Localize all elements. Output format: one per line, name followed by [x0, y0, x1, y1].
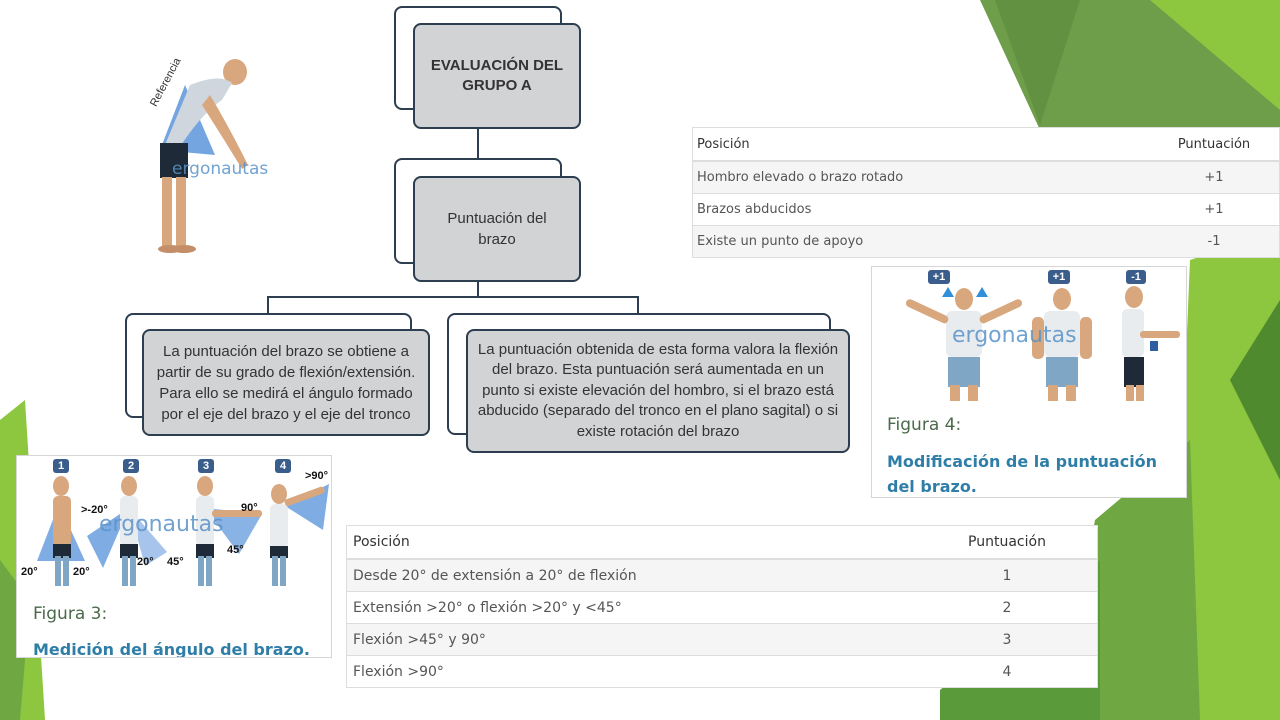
figure-4-label: Figura 4:	[887, 415, 962, 435]
table-header-row: Posición Puntuación	[347, 526, 1097, 560]
figure-4-panel: +1 +1 -1 ergonautas Figura 4: Modificaci…	[871, 266, 1187, 498]
table-row: Extensión >20° o flexión >20° y <45° 2	[347, 592, 1097, 624]
table-header-row: Posición Puntuación	[693, 128, 1279, 162]
badge-2: 2	[123, 459, 139, 473]
table-row: Hombro elevado o brazo rotado +1	[693, 162, 1279, 194]
row-score: -1	[1207, 234, 1221, 249]
node-arm-score-text: Puntuación del brazo	[447, 210, 547, 248]
row-position: Desde 20° de extensión a 20° de flexión	[353, 567, 637, 584]
row-position: Existe un punto de apoyo	[697, 234, 864, 249]
ergonautas-watermark: ergonautas	[99, 512, 224, 537]
angle-label: >-20°	[81, 504, 108, 516]
table-row: Flexión >90° 4	[347, 656, 1097, 687]
bent-posture-figure: Referencia ergonautas	[140, 55, 280, 260]
ergonautas-watermark: ergonautas	[952, 323, 1077, 348]
row-score: +1	[1204, 170, 1224, 185]
figure-3-panel: 1 2 3 4 20° 20° >-20° 20° 45° 90° 45° >9…	[16, 455, 332, 658]
connector-line	[267, 296, 639, 298]
badge-3: 3	[198, 459, 214, 473]
row-score: 4	[1002, 663, 1012, 680]
row-score: 3	[1002, 631, 1012, 648]
table-row: Brazos abducidos +1	[693, 194, 1279, 226]
angle-label: 45°	[167, 556, 184, 568]
header-score: Puntuación	[1177, 136, 1251, 152]
leaf-left-text: La puntuación del brazo se obtiene a par…	[156, 342, 416, 423]
angle-label: 20°	[21, 566, 38, 578]
row-position: Flexión >45° y 90°	[353, 631, 486, 648]
arm-modification-illustration	[905, 286, 1180, 401]
arm-modification-table: Posición Puntuación Hombro elevado o bra…	[692, 127, 1280, 258]
arm-score-table: Posición Puntuación Desde 20° de extensi…	[346, 525, 1098, 688]
leaf-right-text: La puntuación obtenida de esta forma val…	[477, 340, 839, 440]
row-score: +1	[1204, 202, 1224, 217]
row-position: Hombro elevado o brazo rotado	[697, 170, 904, 185]
connector-line	[477, 128, 479, 158]
figure-4-caption: Modificación de la puntuación del brazo.	[887, 452, 1158, 496]
figure-3-caption: Medición del ángulo del brazo.	[33, 640, 310, 658]
row-position: Extensión >20° o flexión >20° y <45°	[353, 599, 622, 616]
angle-label: 45°	[227, 544, 244, 556]
header-score: Puntuación	[968, 534, 1046, 550]
arm-angle-illustration	[37, 476, 329, 586]
connector-line	[477, 282, 479, 298]
table-row: Desde 20° de extensión a 20° de flexión …	[347, 560, 1097, 592]
header-position: Posición	[353, 534, 410, 550]
badge-plus-one: +1	[1048, 270, 1070, 284]
connector-line	[637, 296, 639, 314]
header-position: Posición	[697, 136, 750, 152]
table-row: Flexión >45° y 90° 3	[347, 624, 1097, 656]
node-arm-score: Puntuación del brazo	[413, 176, 581, 282]
badge-minus-one: -1	[1126, 270, 1146, 284]
leaf-right: La puntuación obtenida de esta forma val…	[466, 329, 850, 453]
row-position: Flexión >90°	[353, 663, 444, 680]
row-score: 1	[1002, 567, 1012, 584]
figure-3-label: Figura 3:	[33, 604, 108, 624]
badge-plus-one: +1	[928, 270, 950, 284]
person-bending-illustration	[158, 59, 248, 253]
leaf-left: La puntuación del brazo se obtiene a par…	[142, 329, 430, 436]
row-score: 2	[1002, 599, 1012, 616]
badge-1: 1	[53, 459, 69, 473]
angle-label: 20°	[73, 566, 90, 578]
row-position: Brazos abducidos	[697, 202, 812, 217]
node-title-text: EVALUACIÓN DEL GRUPO A	[430, 57, 564, 94]
angle-label: 90°	[241, 502, 258, 514]
node-title: EVALUACIÓN DEL GRUPO A	[413, 23, 581, 129]
table-row: Existe un punto de apoyo -1	[693, 226, 1279, 257]
angle-label: 20°	[137, 556, 154, 568]
connector-line	[267, 296, 269, 314]
ergonautas-watermark: ergonautas	[172, 159, 269, 179]
angle-label: >90°	[305, 470, 329, 482]
badge-4: 4	[275, 459, 291, 473]
